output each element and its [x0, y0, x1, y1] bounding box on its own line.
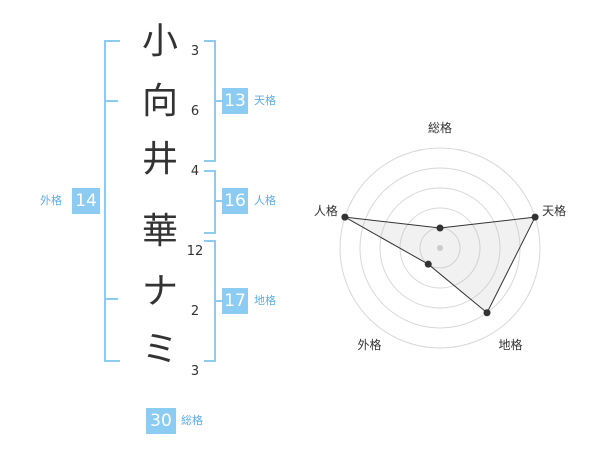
name-char-5: ナ [141, 271, 178, 312]
stroke-count-3: 4 [190, 164, 200, 179]
radar-point-4 [424, 260, 432, 268]
name-char-1: 小 [141, 21, 178, 62]
radar-axis-label-1: 総格 [428, 120, 452, 135]
radar-center-dot [437, 245, 443, 251]
soukaku-score: 30 [146, 408, 176, 434]
chikaku-label: 地格 [254, 294, 276, 307]
gaikaku-bracket-tick [104, 100, 118, 102]
stroke-count-2: 6 [190, 104, 200, 119]
chikaku-bracket-tick [214, 300, 222, 302]
name-char-4: 華 [141, 211, 178, 252]
gaikaku-label: 外格 [40, 194, 62, 207]
gaikaku-bracket-tick [104, 298, 118, 300]
radar-axis-label-2: 天格 [542, 203, 566, 218]
jinkaku-score: 16 [222, 188, 248, 214]
tenkaku-label: 天格 [254, 94, 276, 107]
radar-point-5 [341, 213, 349, 221]
jinkaku-label: 人格 [254, 194, 276, 207]
radar-axis-label-5: 人格 [314, 203, 338, 218]
stroke-count-1: 3 [190, 44, 200, 59]
radar-series-area [344, 216, 536, 314]
tenkaku-score: 13 [222, 88, 248, 114]
jinkaku-bracket [204, 170, 216, 234]
name-char-2: 向 [141, 81, 178, 122]
radar-axis-label-3: 地格 [499, 337, 523, 352]
radar-point-3 [483, 309, 491, 317]
stroke-count-4: 12 [186, 244, 204, 259]
name-char-6: ミ [141, 329, 178, 370]
name-char-3: 井 [141, 139, 178, 180]
radar-point-1 [436, 224, 444, 232]
tenkaku-bracket-tick [214, 100, 222, 102]
gaikaku-bracket [104, 40, 120, 362]
jinkaku-bracket-tick [214, 200, 222, 202]
radar-grid-ring [379, 187, 501, 309]
radar-axis-label-4: 外格 [357, 337, 381, 352]
stroke-count-5: 2 [190, 304, 200, 319]
soukaku-label: 総格 [181, 414, 203, 427]
gaikaku-score: 14 [72, 188, 100, 214]
radar-point-2 [531, 213, 539, 221]
stroke-count-6: 3 [190, 364, 200, 379]
chikaku-score: 17 [222, 288, 248, 314]
radar-grid-ring [339, 147, 541, 349]
